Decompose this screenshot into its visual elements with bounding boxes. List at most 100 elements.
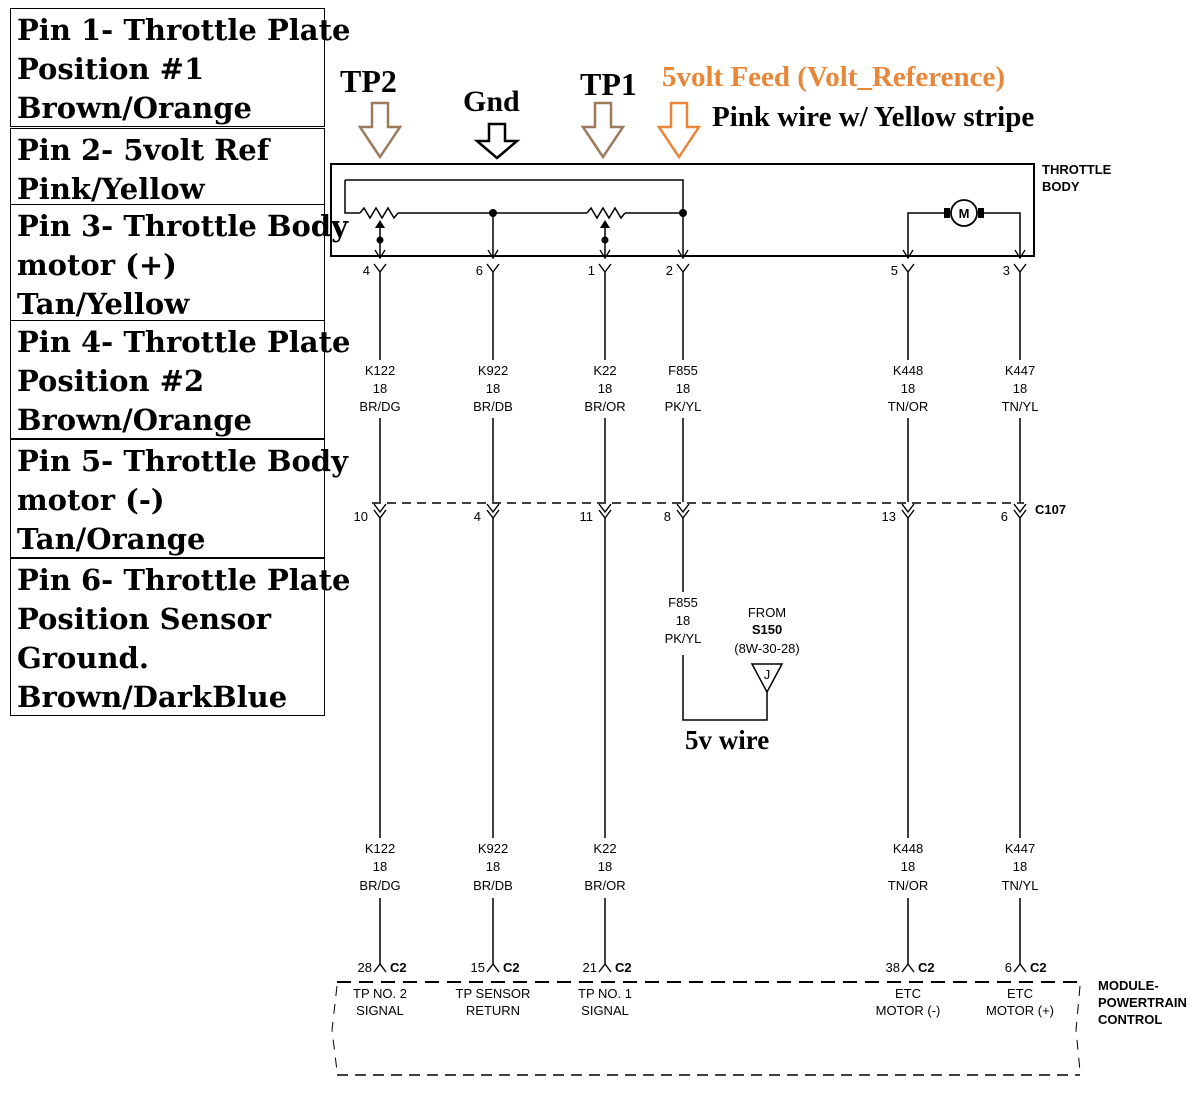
gnd-arrow-icon — [473, 122, 521, 160]
wire-gauge-label: 18 — [598, 859, 612, 874]
pcm-terminal-label: RETURN — [466, 1003, 520, 1018]
splice-from: FROM — [748, 605, 786, 620]
pin-row-line: Brown/Orange — [17, 403, 252, 437]
pin-row-line: Pin 6- Throttle Plate — [17, 563, 351, 597]
five-v-wire-label: 5v wire — [685, 725, 769, 755]
mid-connector-icon — [676, 503, 690, 519]
pcm-pin-caret-icon — [373, 963, 387, 973]
tp2-arrow-icon — [357, 101, 403, 160]
pcm-label-1: MODULE- — [1098, 978, 1159, 993]
pcm-module-box — [331, 981, 1081, 1076]
pcm-connector-label: C2 — [390, 960, 407, 975]
wire-circuit-label: K122 — [365, 841, 395, 856]
pin-fork-icon — [901, 263, 915, 273]
wire-circuit-label: K922 — [478, 841, 508, 856]
pin-row-line: Tan/Orange — [17, 522, 206, 556]
mid-connector-icon — [373, 503, 387, 519]
pcm-terminal-label: SIGNAL — [356, 1003, 404, 1018]
top-pin-number: 6 — [476, 263, 483, 278]
wire-circuit-label: K447 — [1005, 841, 1035, 856]
pin-row-line: Pin 1- Throttle Plate — [17, 13, 351, 47]
c107-label: C107 — [1035, 502, 1066, 517]
s150-splice: J — [682, 655, 784, 721]
pcm-connector-label: C2 — [1030, 960, 1047, 975]
wire-color-label: BR/DB — [473, 878, 513, 893]
tp1-arrow-icon — [580, 101, 626, 160]
pcm-terminal-label: ETC — [895, 986, 921, 1001]
pin-fork-icon — [598, 263, 612, 273]
wire-gauge-label: 18 — [486, 381, 500, 396]
pin-fork-icon — [676, 263, 690, 273]
pin-row-line: Pin 2- 5volt Ref — [17, 133, 270, 167]
pcm-terminal-label: MOTOR (-) — [876, 1003, 941, 1018]
wire-gauge-label: 18 — [1013, 859, 1027, 874]
mid-connector-icon — [486, 503, 500, 519]
gnd-label: Gnd — [463, 85, 520, 118]
wire-color-label: BR/OR — [584, 878, 625, 893]
wire-color-label: BR/DG — [359, 399, 400, 414]
pcm-terminal-label: ETC — [1007, 986, 1033, 1001]
wire-color-label: TN/OR — [888, 878, 928, 893]
pin-row-line: motor (-) — [17, 483, 165, 517]
wire-color-label: BR/DG — [359, 878, 400, 893]
pcm-pin-caret-icon — [598, 963, 612, 973]
splice-color: PK/YL — [665, 631, 702, 646]
top-pin-number: 5 — [891, 263, 898, 278]
pcm-pin-caret-icon — [486, 963, 500, 973]
splice-connector-icon — [750, 663, 784, 694]
throttle-body-box: M — [330, 163, 1035, 260]
wire-gauge-label: 18 — [373, 859, 387, 874]
pcm-terminal-label: TP NO. 1 — [578, 986, 632, 1001]
mid-pin-number: 8 — [664, 509, 671, 524]
throttle-body-label-1: THROTTLE — [1042, 162, 1112, 177]
mid-pin-number: 11 — [580, 509, 594, 524]
wire-color-label: BR/DB — [473, 399, 513, 414]
wire-color-label: TN/YL — [1002, 878, 1039, 893]
wire-circuit-label: K122 — [365, 363, 395, 378]
wire-color-label: BR/OR — [584, 399, 625, 414]
wire-circuit-label: K922 — [478, 363, 508, 378]
top-pin-number: 3 — [1003, 263, 1010, 278]
wire-gauge-label: 18 — [901, 381, 915, 396]
tp1-label: TP1 — [580, 66, 637, 102]
wire-gauge-label: 18 — [901, 859, 915, 874]
pin-row-line: Position #1 — [17, 52, 205, 86]
pin-row-line: Brown/Orange — [17, 91, 252, 125]
throttle-body-label-2: BODY — [1042, 179, 1080, 194]
top-pin-number: 2 — [666, 263, 673, 278]
pin-row-line: Pink/Yellow — [17, 172, 205, 206]
pcm-pin-caret-icon — [1013, 963, 1027, 973]
feed-description: Pink wire w/ Yellow stripe — [712, 101, 1034, 133]
wire-circuit-label: F855 — [668, 363, 698, 378]
pcm-terminal-label: SIGNAL — [581, 1003, 629, 1018]
pcm-connector-label: C2 — [503, 960, 520, 975]
pcm-terminal-label: MOTOR (+) — [986, 1003, 1054, 1018]
motor-icon: M — [959, 206, 970, 221]
wire-color-label: TN/YL — [1002, 399, 1039, 414]
pin-row-line: motor (+) — [17, 248, 177, 282]
top-pin-number: 1 — [588, 263, 595, 278]
mid-connector-icon — [598, 503, 612, 519]
pcm-pin-number: 38 — [886, 960, 900, 975]
wire-color-label: PK/YL — [665, 399, 702, 414]
mid-pin-number: 6 — [1001, 509, 1008, 524]
wire-circuit-label: K448 — [893, 841, 923, 856]
pcm-connector-label: C2 — [918, 960, 935, 975]
mid-pin-number: 13 — [882, 509, 896, 524]
pcm-terminal-label: TP SENSOR — [456, 986, 531, 1001]
pcm-terminal-label: TP NO. 2 — [353, 986, 407, 1001]
splice-circuit: F855 — [668, 595, 698, 610]
wire-circuit-label: K22 — [593, 841, 616, 856]
pcm-connector-label: C2 — [615, 960, 632, 975]
wire-circuit-label: K448 — [893, 363, 923, 378]
wire-gauge-label: 18 — [486, 859, 500, 874]
pin-fork-icon — [486, 263, 500, 273]
wire-gauge-label: 18 — [598, 381, 612, 396]
pin-row-line: Pin 3- Throttle Body — [17, 209, 348, 243]
splice-ref: (8W-30-28) — [734, 641, 800, 656]
